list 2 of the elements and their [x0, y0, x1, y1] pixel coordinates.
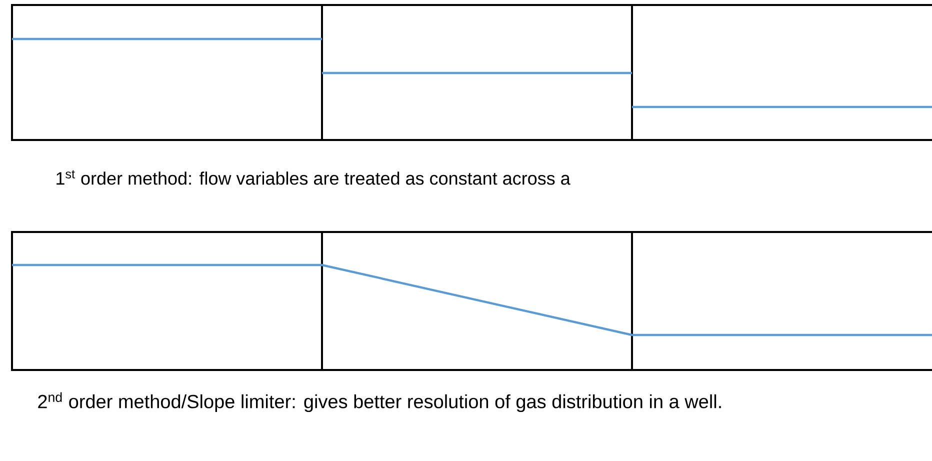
caption-text: 2$^{nd}$ order method/Slope limiter: gives better resolution of gas distribution in a well. — [38, 392, 721, 412]
caption-text: 1$^{st}$ order method: flow variables are treated as constant across a — [56, 170, 570, 185]
